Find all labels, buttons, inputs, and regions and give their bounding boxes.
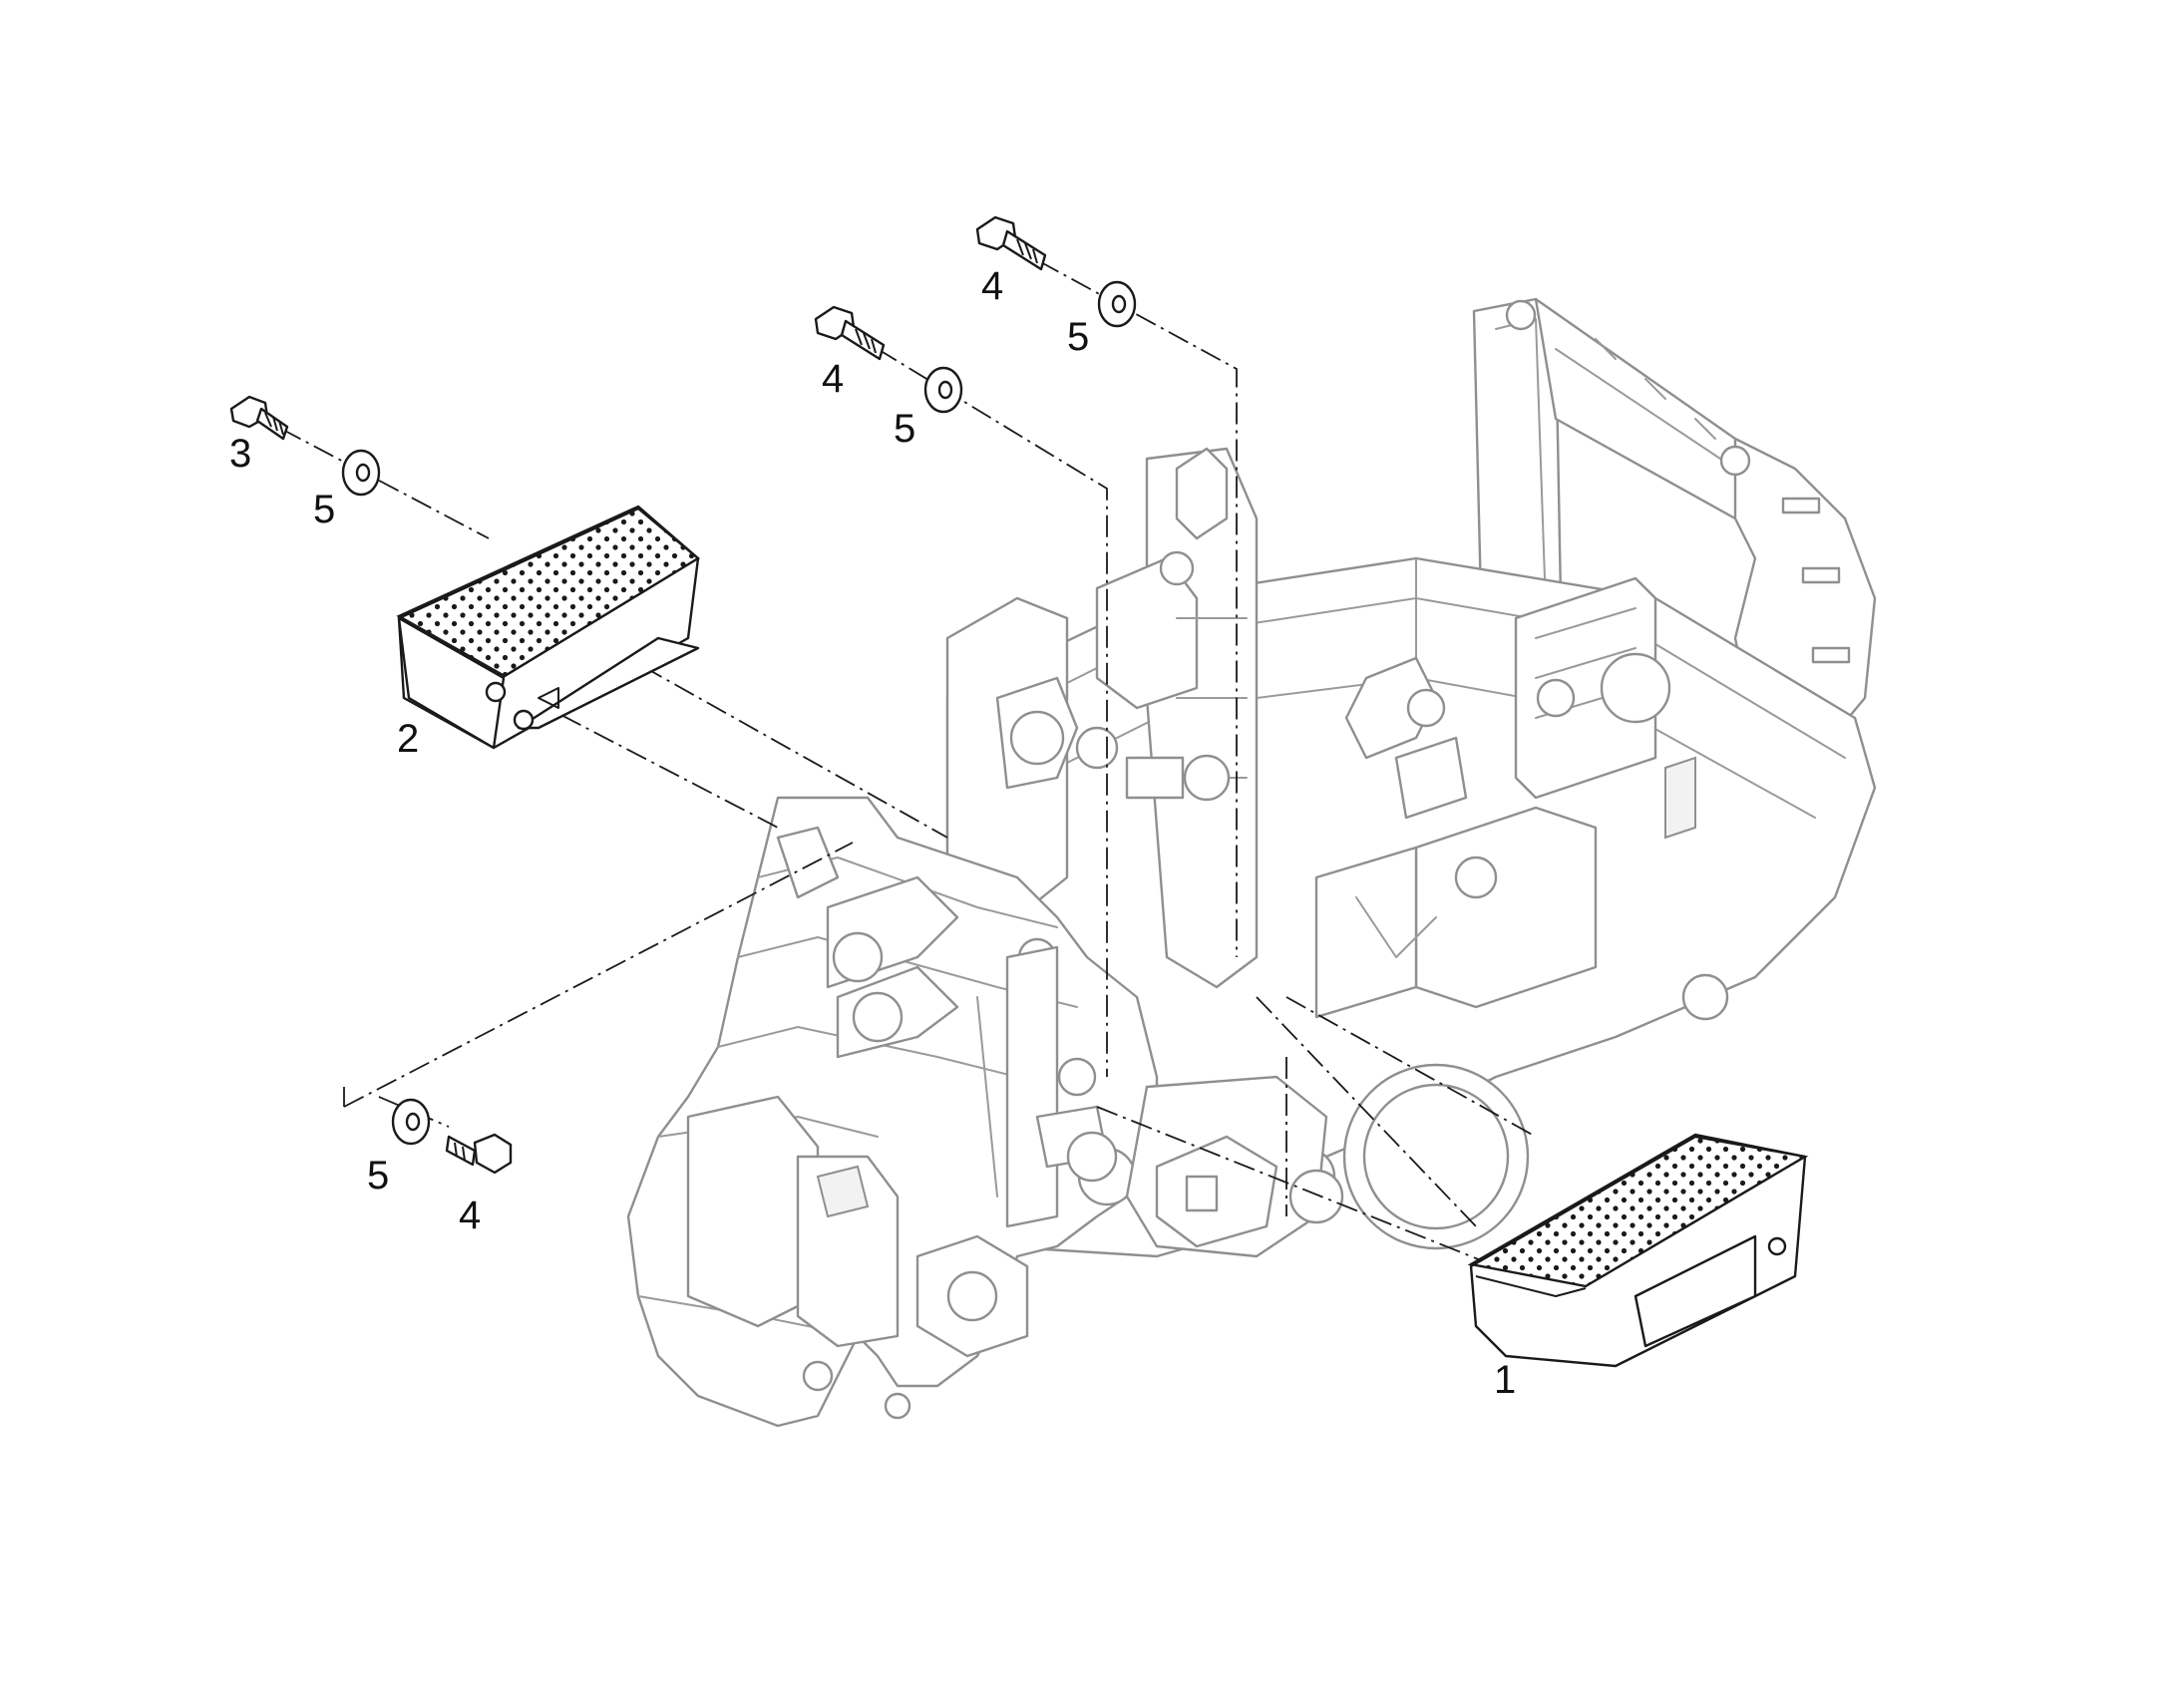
washer-5-c (1097, 280, 1137, 328)
callout-5-b: 5 (894, 407, 915, 451)
machine-frame (626, 297, 1877, 1428)
callout-1: 1 (1494, 1358, 1516, 1402)
bolt-3 (229, 395, 289, 441)
bolt-4-lower (445, 1133, 513, 1175)
callout-5-a: 5 (313, 488, 335, 531)
callout-5-c: 5 (1067, 315, 1089, 359)
step-plate-lower-right (1467, 1133, 1809, 1368)
callout-labels: 1 2 3 4 4 4 5 5 5 5 (229, 264, 1516, 1402)
washer-5-a (341, 449, 381, 497)
callout-3: 3 (229, 432, 251, 476)
center-drive-housing (1066, 1075, 1344, 1258)
bolt-4-middle (814, 305, 886, 361)
callout-4-top: 4 (981, 264, 1003, 308)
callout-4-middle: 4 (822, 357, 844, 401)
step-plate-upper-left (396, 505, 701, 750)
bolt-4-top (975, 215, 1047, 271)
washer-5-b (923, 366, 963, 414)
left-tower (945, 447, 1259, 989)
callout-5-d: 5 (367, 1154, 389, 1197)
callout-4-lower: 4 (459, 1194, 481, 1237)
washer-5-d (391, 1098, 431, 1146)
callout-2: 2 (397, 717, 419, 761)
